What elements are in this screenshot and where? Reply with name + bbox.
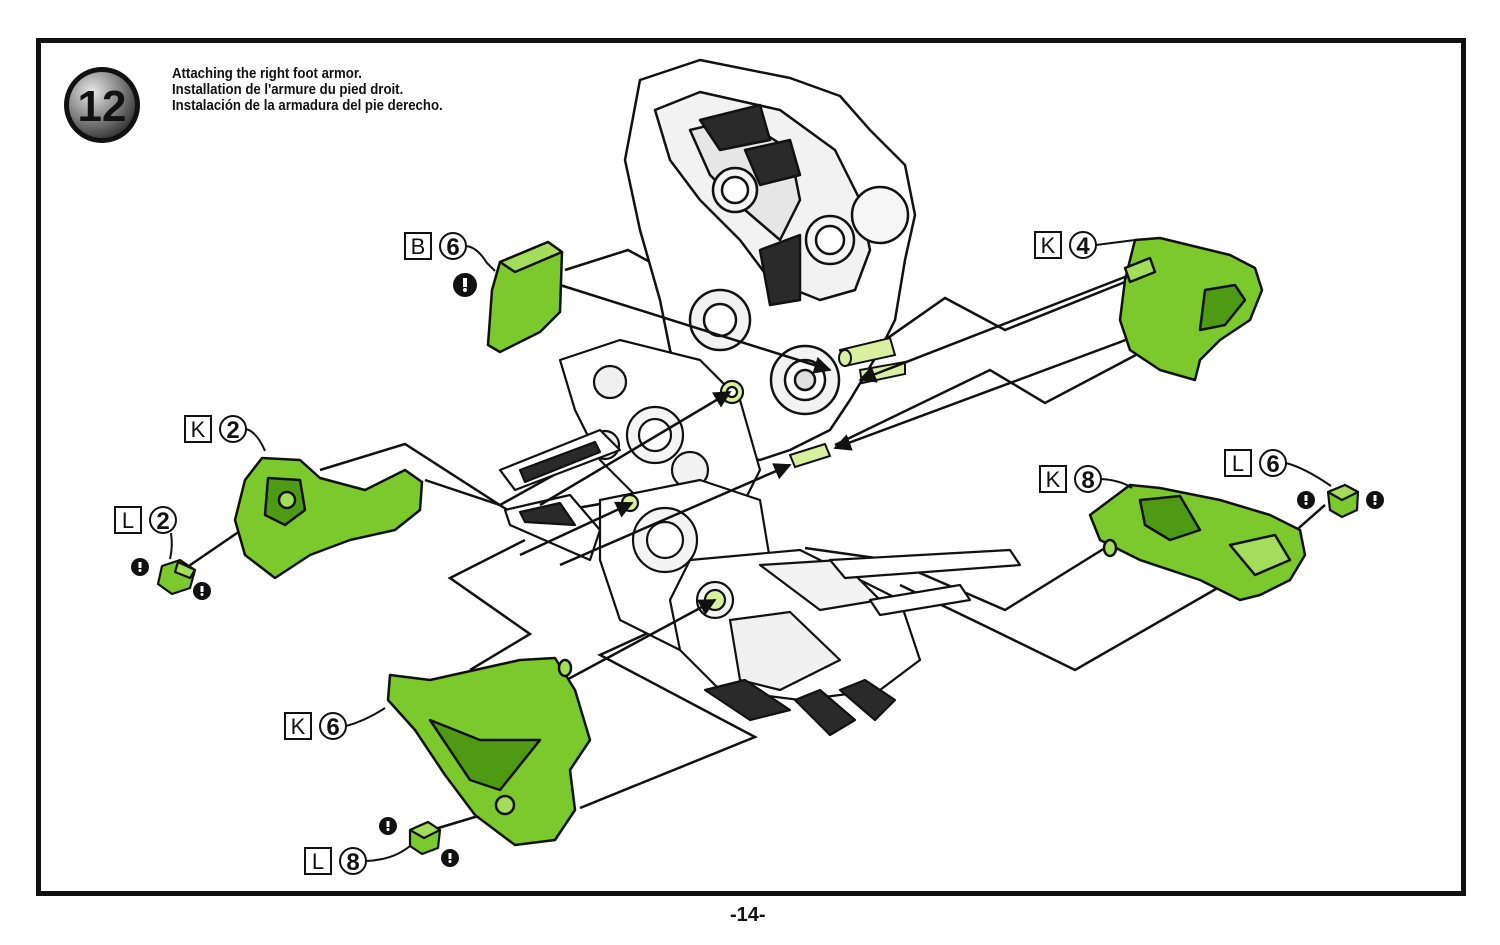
part-label-K6: K 6 <box>284 707 386 741</box>
svg-text:8: 8 <box>346 849 359 876</box>
exclamation-icon <box>379 817 397 835</box>
svg-text:K: K <box>1046 467 1061 492</box>
title-line-en: Attaching the right foot armor. <box>172 65 362 82</box>
svg-text:4: 4 <box>1076 233 1090 260</box>
svg-text:B: B <box>411 234 426 259</box>
svg-text:L: L <box>312 849 324 874</box>
part-label-K2: K 2 <box>184 415 266 452</box>
exclamation-icon <box>1297 491 1315 509</box>
armor-part-K6 <box>386 656 592 847</box>
part-label-K8: K 8 <box>1039 465 1133 494</box>
svg-text:L: L <box>1232 451 1244 476</box>
svg-text:6: 6 <box>1266 451 1279 478</box>
claw-foot <box>668 548 1022 737</box>
svg-text:L: L <box>122 508 134 533</box>
armor-part-K4 <box>1118 236 1264 382</box>
armor-part-B6 <box>486 240 564 354</box>
title-line-es: Instalación de la armadura del pie derec… <box>172 97 443 114</box>
part-label-K4: K 4 <box>1034 231 1136 260</box>
part-label-L2: L 2 <box>114 506 177 560</box>
armor-part-L2 <box>156 558 197 596</box>
exclamation-icon <box>441 849 459 867</box>
page-number: -14- <box>730 904 766 926</box>
part-label-L8: L 8 <box>304 845 411 876</box>
svg-text:2: 2 <box>226 417 239 444</box>
svg-text:8: 8 <box>1081 467 1094 494</box>
step-number: 12 <box>78 82 127 131</box>
svg-text:6: 6 <box>446 234 459 261</box>
part-label-L6: L 6 <box>1224 449 1332 487</box>
svg-text:K: K <box>191 417 206 442</box>
exclamation-icon <box>131 558 149 576</box>
armor-part-K2 <box>233 456 424 580</box>
svg-text:6: 6 <box>326 714 339 741</box>
step-title: Attaching the right foot armor. Installa… <box>172 66 443 114</box>
exclamation-icon-group <box>131 273 1384 867</box>
exclamation-icon <box>453 273 477 297</box>
svg-text:2: 2 <box>156 508 169 535</box>
armor-part-K8 <box>1088 483 1307 602</box>
exclamation-icon <box>193 582 211 600</box>
armor-part-L8 <box>408 820 442 856</box>
part-label-B6: B 6 <box>404 232 496 272</box>
armor-part-L6 <box>1326 483 1360 519</box>
title-line-fr: Installation de l'armure du pied droit. <box>172 81 404 98</box>
svg-text:K: K <box>1041 233 1056 258</box>
exclamation-icon <box>1366 491 1384 509</box>
part-labels: B 6 K 4 K 2 L 2 <box>114 231 1332 876</box>
svg-text:K: K <box>291 714 306 739</box>
gear-cluster <box>498 338 762 522</box>
step-number-badge: 12 <box>64 67 140 143</box>
